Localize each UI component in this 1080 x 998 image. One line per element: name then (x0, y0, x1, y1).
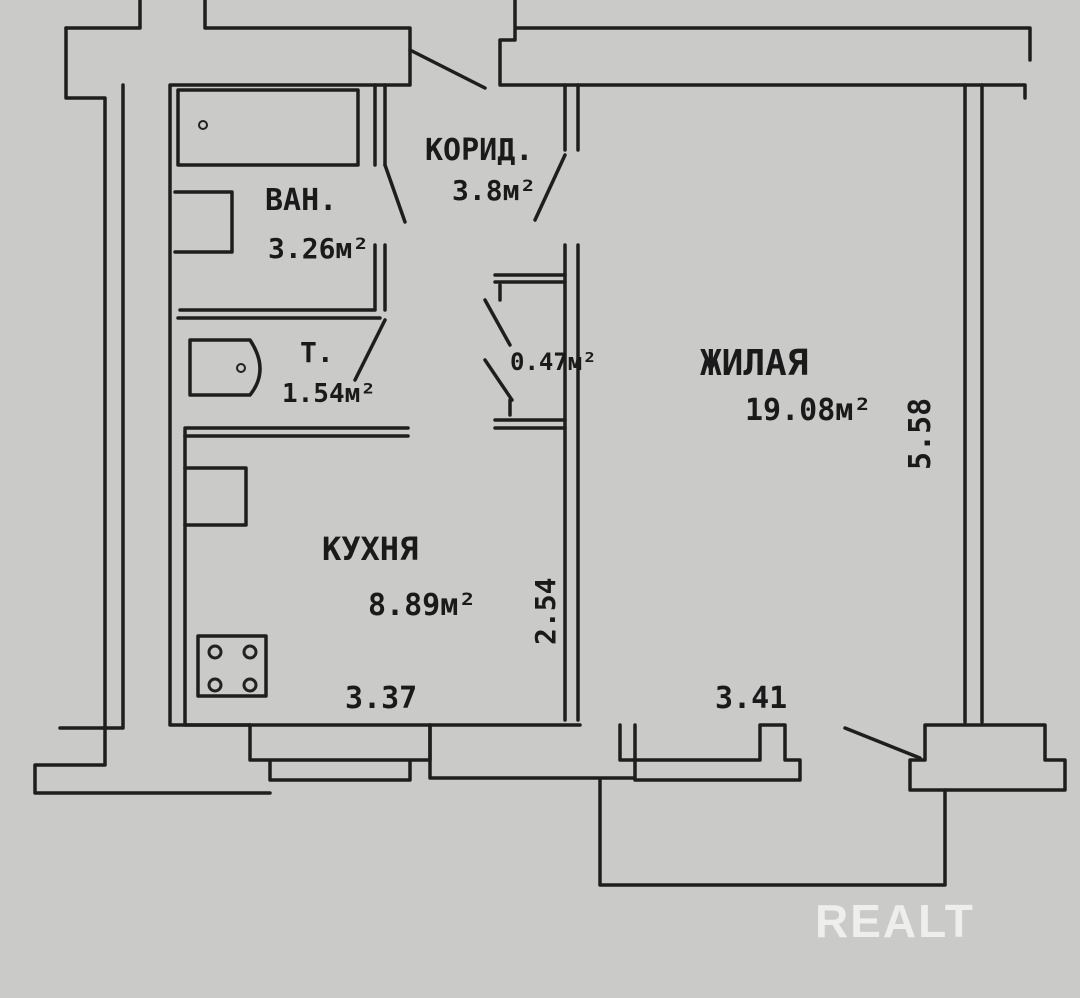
bathroom-area: 3.26м² (268, 232, 369, 265)
walls (33, 0, 1067, 887)
kitchen-length-dimension: 2.54 (529, 578, 562, 645)
bathroom-label: ВАН. (265, 183, 337, 218)
living-area: 19.08м² (745, 393, 871, 428)
kitchen-width-dimension: 3.37 (345, 681, 417, 716)
corridor-label: КОРИД. (425, 133, 533, 168)
kitchen-area: 8.89м² (368, 588, 476, 623)
realt-watermark-logo: REALT (815, 895, 975, 947)
kitchen-label: КУХНЯ (322, 530, 418, 568)
corridor-area: 3.8м² (452, 174, 536, 207)
living-label: ЖИЛАЯ (700, 343, 808, 384)
toilet-area: 1.54м² (282, 379, 376, 409)
closet-area: 0.47м² (510, 348, 597, 376)
fixtures (198, 120, 258, 693)
living-width-dimension: 3.41 (715, 681, 787, 716)
living-length-dimension: 5.58 (903, 398, 938, 470)
toilet-label: Т. (300, 336, 334, 369)
